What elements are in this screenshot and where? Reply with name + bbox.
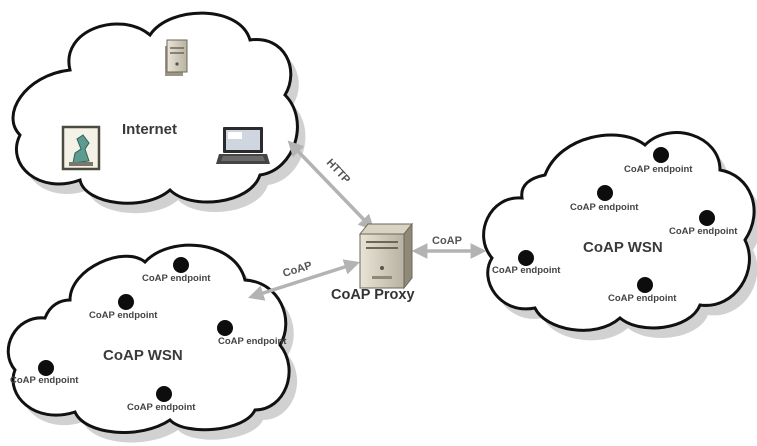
endpoint-dot <box>597 185 613 201</box>
endpoint-dot <box>156 386 172 402</box>
endpoint-label: CoAP endpoint <box>127 402 196 413</box>
internet-label: Internet <box>122 121 177 138</box>
endpoint-label: CoAP endpoint <box>10 375 79 386</box>
coap-proxy: CoAP Proxy <box>331 222 415 303</box>
proxy-label: CoAP Proxy <box>331 287 415 303</box>
endpoint-dot <box>653 147 669 163</box>
wsn-left-cloud-shape <box>6 243 291 434</box>
endpoint-node: CoAP endpoint <box>10 360 79 386</box>
endpoint-dot <box>637 277 653 293</box>
endpoint-node: CoAP endpoint <box>142 257 211 284</box>
wsn-left-cloud: CoAP WSN CoAP endpoint CoAP endpoint CoA… <box>6 243 298 443</box>
endpoint-dot <box>699 210 715 226</box>
endpoint-node: CoAP endpoint <box>492 250 561 276</box>
coap-arrow-left <box>247 259 361 301</box>
robot-arm-picture-icon <box>61 125 101 171</box>
endpoint-node: CoAP endpoint <box>570 185 639 213</box>
internet-cloud: Internet <box>11 11 306 214</box>
laptop-icon <box>216 127 270 164</box>
endpoint-label: CoAP endpoint <box>142 273 211 284</box>
endpoint-node: CoAP endpoint <box>127 386 196 413</box>
endpoint-label: CoAP endpoint <box>218 336 287 347</box>
endpoint-dot <box>38 360 54 376</box>
link-internet-proxy: HTTP <box>287 140 375 231</box>
coap-label-right: CoAP <box>432 235 462 247</box>
endpoint-node: CoAP endpoint <box>89 294 158 321</box>
server-icon <box>165 39 188 76</box>
http-arrow <box>287 140 375 231</box>
endpoint-node: CoAP endpoint <box>217 320 287 347</box>
endpoint-node: CoAP endpoint <box>624 147 693 175</box>
endpoint-node: CoAP endpoint <box>669 210 738 237</box>
endpoint-dot <box>217 320 233 336</box>
endpoint-label: CoAP endpoint <box>669 226 738 237</box>
wsn-right-cloud: CoAP WSN CoAP endpoint CoAP endpoint CoA… <box>482 131 757 341</box>
wsn-right-label: CoAP WSN <box>583 239 663 256</box>
internet-cloud-shape <box>11 11 299 205</box>
endpoint-dot <box>173 257 189 273</box>
link-proxy-wsn-right: CoAP <box>411 235 487 259</box>
endpoint-label: CoAP endpoint <box>608 293 677 304</box>
wsn-left-label: CoAP WSN <box>103 347 183 364</box>
endpoint-dot <box>118 294 134 310</box>
endpoint-dot <box>518 250 534 266</box>
endpoint-label: CoAP endpoint <box>492 265 561 276</box>
server-icon <box>358 222 414 290</box>
endpoint-node: CoAP endpoint <box>608 277 677 304</box>
endpoint-label: CoAP endpoint <box>624 164 693 175</box>
endpoint-label: CoAP endpoint <box>89 310 158 321</box>
endpoint-label: CoAP endpoint <box>570 202 639 213</box>
wsn-right-cloud-shape <box>482 131 756 332</box>
